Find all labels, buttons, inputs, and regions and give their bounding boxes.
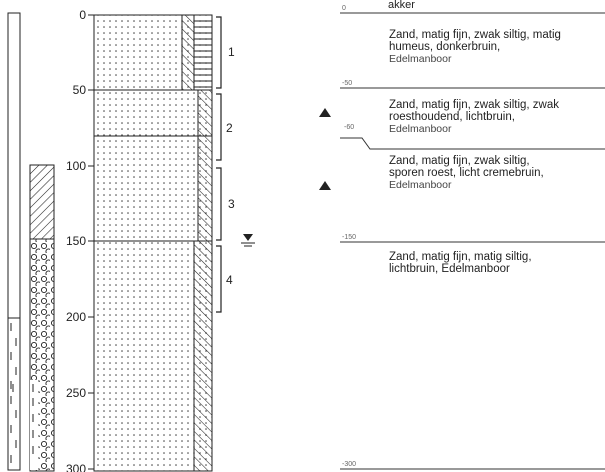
sample-number-4: 4 <box>226 273 233 287</box>
desc-depth-300: -300 <box>342 461 356 468</box>
groundwater-level-icon <box>241 234 255 247</box>
layer-4-line-1: Zand, matig fijn, matig siltig, <box>389 251 532 263</box>
depth-axis <box>88 14 94 470</box>
desc-depth-150: -150 <box>342 234 356 241</box>
depth-tick-150: 150 <box>66 234 86 248</box>
depth-tick-300: 300 <box>66 462 86 472</box>
desc-depth-0: 0 <box>342 5 346 12</box>
depth-tick-50: 50 <box>73 83 87 97</box>
land-use-label: akker <box>388 0 415 11</box>
sample-triangle-icon <box>319 108 331 117</box>
gravel-column <box>29 164 55 472</box>
sample-triangle-icon <box>319 181 331 190</box>
desc-depth-60: -60 <box>344 124 354 131</box>
layer-2-line-2: roesthoudend, lichtbruin, <box>389 111 515 123</box>
layer-2-line-1: Zand, matig fijn, zwak siltig, zwak <box>389 99 559 111</box>
sample-number-3: 3 <box>228 197 235 211</box>
layer-1-line-2: humeus, donkerbruin, <box>389 41 500 53</box>
layer-1-line-3: Edelmanboor <box>389 53 452 65</box>
layer-3-line-3: Edelmanboor <box>389 179 452 191</box>
layer-3-line-1: Zand, matig fijn, zwak siltig, <box>389 155 530 167</box>
sample-number-2: 2 <box>226 121 233 135</box>
sample-number-1: 1 <box>228 45 235 59</box>
main-lithology-column <box>93 14 213 472</box>
depth-tick-200: 200 <box>66 310 86 324</box>
layer-1-line-1: Zand, matig fijn, zwak siltig, matig <box>389 29 561 41</box>
layer-3-line-2: sporen roest, licht cremebruin, <box>389 167 544 179</box>
depth-tick-100: 100 <box>66 159 86 173</box>
layer-boundaries <box>340 12 605 470</box>
left-strip-column <box>7 12 21 471</box>
depth-tick-250: 250 <box>66 386 86 400</box>
sample-brackets <box>216 16 222 313</box>
layer-4-line-2: lichtbruin, Edelmanboor <box>389 263 510 275</box>
layer-2-line-3: Edelmanboor <box>389 123 452 135</box>
depth-tick-0: 0 <box>79 8 86 22</box>
desc-depth-50: -50 <box>342 80 352 87</box>
